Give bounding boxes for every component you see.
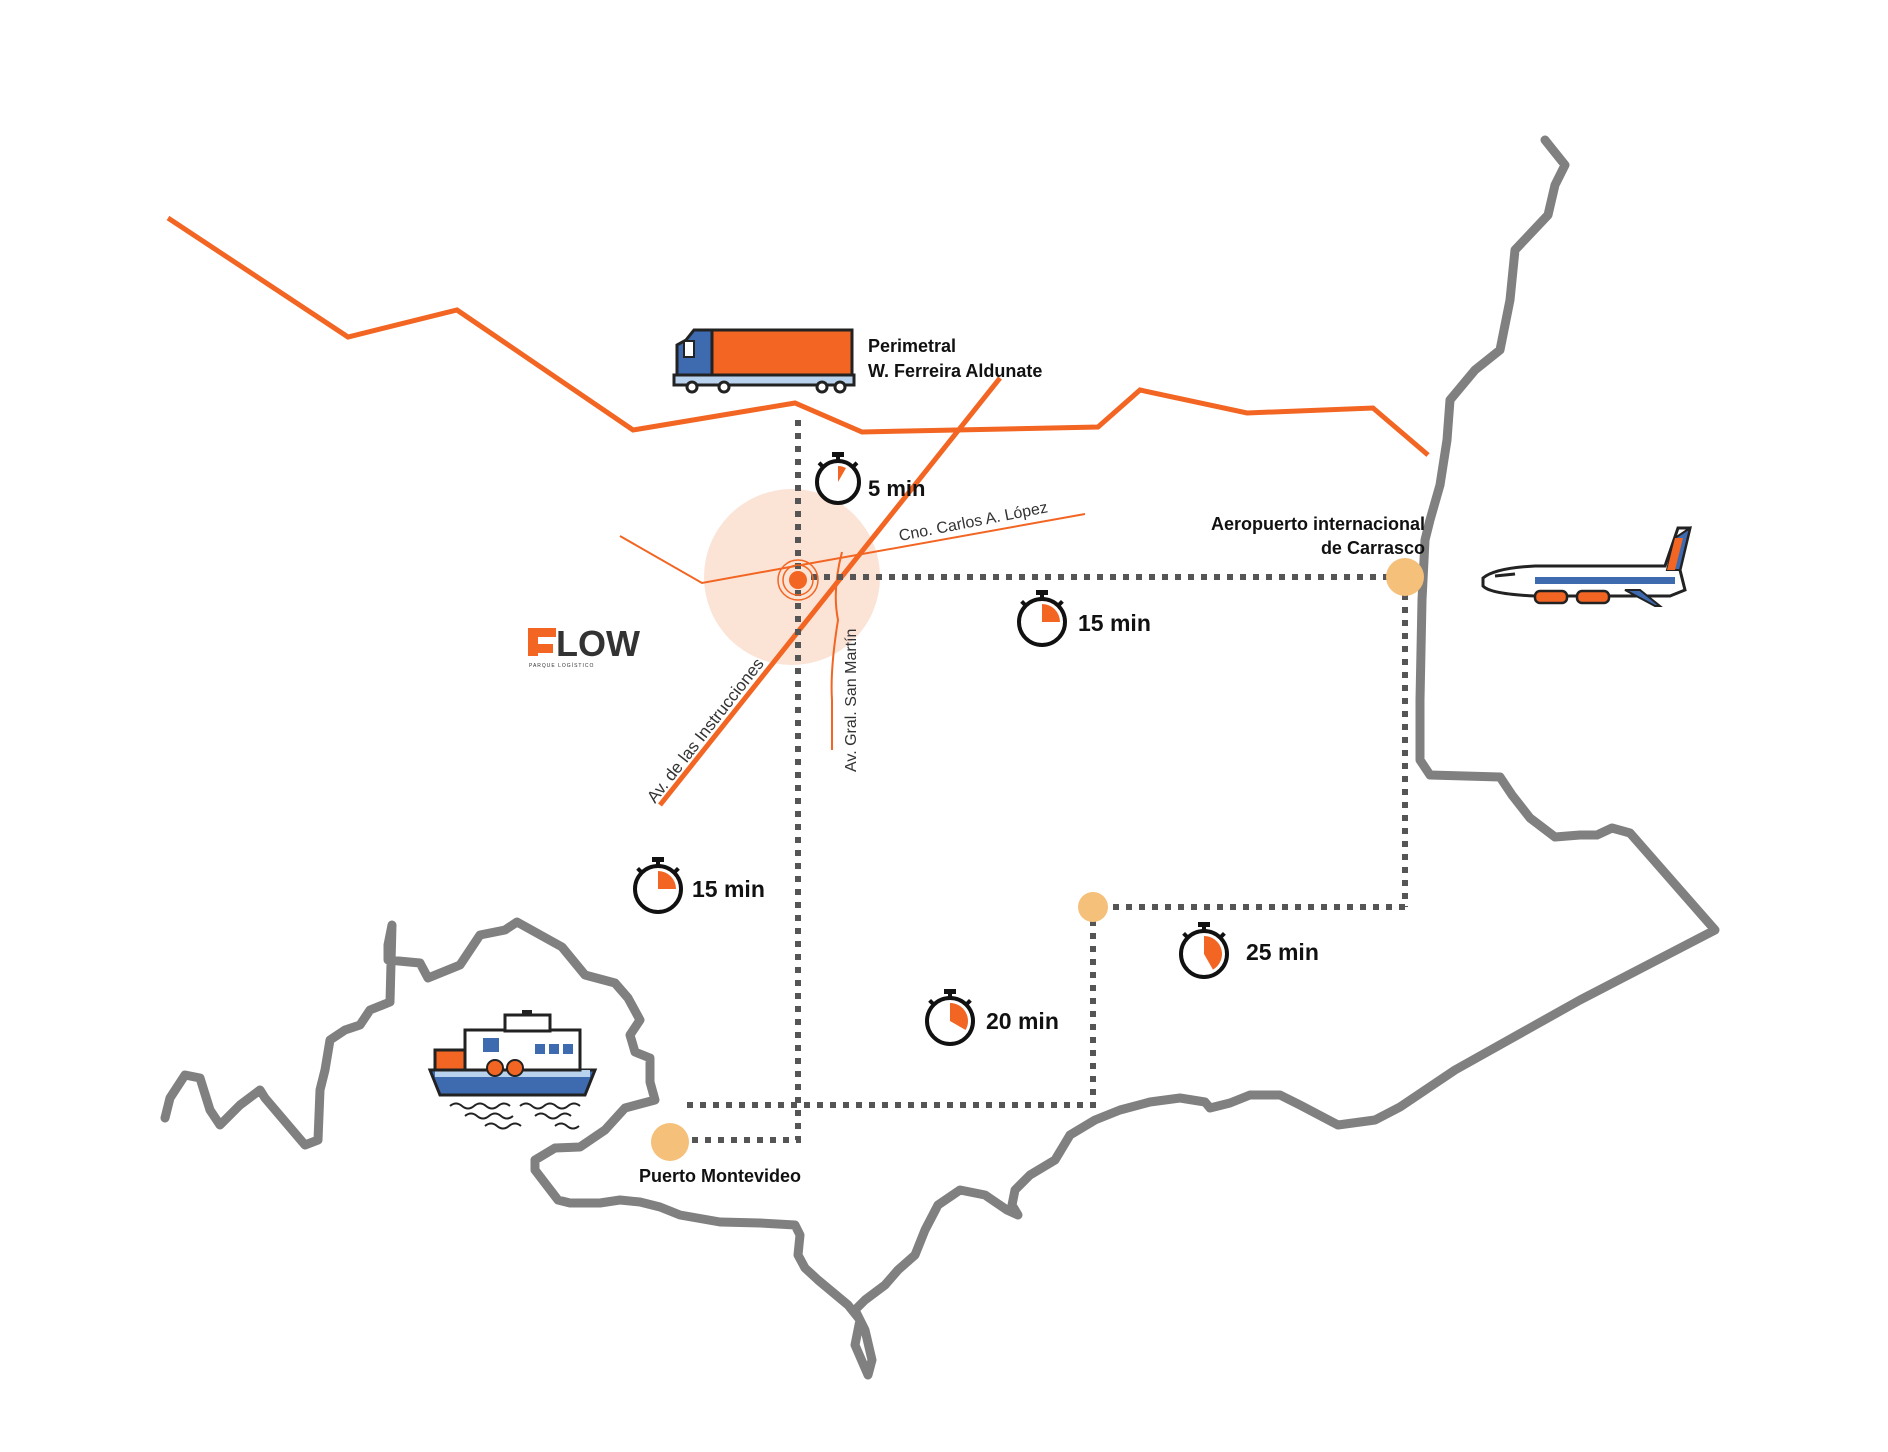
- airport-node: [1386, 558, 1424, 596]
- cno-lopez-road: [619, 513, 1086, 585]
- av-instrucciones-road: [658, 376, 1002, 807]
- junction-node: [1078, 892, 1108, 922]
- port-label: Puerto Montevideo: [639, 1166, 801, 1186]
- flow-location-target-icon: [777, 559, 819, 601]
- timer-1: 5 min: [815, 452, 925, 505]
- timer-3: 15 min: [633, 857, 765, 914]
- airport-label-line2: de Carrasco: [1321, 538, 1425, 558]
- stopwatch-icon: [815, 452, 861, 505]
- timer-fill: [838, 466, 846, 482]
- port-node: [651, 1123, 689, 1161]
- cno-lopez-label: Cno. Carlos A. López: [898, 499, 1050, 545]
- timer-fill: [658, 871, 676, 889]
- perimetral-label: Perimetral: [868, 336, 956, 356]
- timer-fill: [950, 1003, 968, 1030]
- timers: 5 min 15 min 15 min 20 min 25 min: [633, 452, 1319, 1046]
- av-instrucciones-label: Av. de las Instrucciones: [643, 655, 768, 807]
- timer-2: 15 min: [1017, 590, 1151, 647]
- perimetral-name-label: W. Ferreira Aldunate: [868, 361, 1042, 381]
- ship-icon: [427, 1010, 598, 1130]
- stopwatch-icon: [1179, 922, 1229, 979]
- stopwatch-icon: [925, 989, 975, 1046]
- airplane-icon: [1481, 525, 1692, 607]
- san-martin-label: Av. Gral. San Martín: [843, 629, 860, 772]
- timer-5: 25 min: [1179, 922, 1319, 979]
- timer-fill: [1042, 604, 1060, 622]
- timer-label: 15 min: [1078, 610, 1151, 636]
- flow-logo: LOW PARQUE LOGÍSTICO: [528, 623, 640, 669]
- coastline: [160, 135, 1720, 1380]
- timer-fill: [1204, 936, 1222, 970]
- flow-logo-text: LOW: [556, 623, 640, 664]
- stopwatch-icon: [1017, 590, 1067, 647]
- airport-label-line1: Aeropuerto internacional: [1211, 514, 1425, 534]
- routes: [672, 420, 1408, 1143]
- perimetral-road: [166, 215, 1430, 457]
- timer-4: 20 min: [925, 989, 1059, 1046]
- stopwatch-icon: [633, 857, 683, 914]
- truck-icon: [672, 328, 856, 394]
- timer-label: 20 min: [986, 1008, 1059, 1034]
- flow-logo-tagline: PARQUE LOGÍSTICO: [529, 662, 594, 669]
- timer-label: 25 min: [1246, 939, 1319, 965]
- route-junction-down: [680, 907, 1096, 1108]
- timer-label: 15 min: [692, 876, 765, 902]
- route-to-port: [672, 577, 801, 1143]
- timer-label: 5 min: [868, 476, 925, 501]
